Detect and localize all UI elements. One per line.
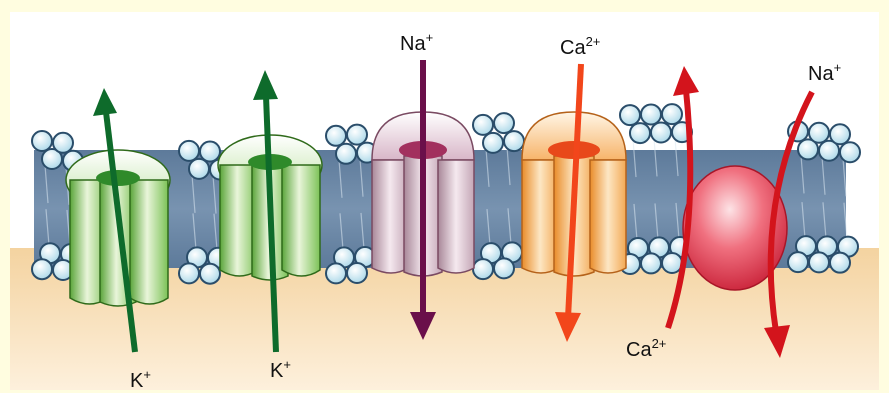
phospholipid-head	[32, 131, 52, 151]
phospholipid-head	[326, 126, 346, 146]
phospholipid-head	[504, 131, 524, 151]
phospholipid-head	[32, 259, 52, 279]
phospholipid-head	[200, 142, 220, 162]
phospholipid-head	[809, 252, 829, 272]
phospholipid-head	[179, 141, 199, 161]
phospholipid-head	[641, 104, 661, 124]
phospholipid-head	[483, 133, 503, 153]
phospholipid-head	[200, 264, 220, 284]
phospholipid-head	[494, 258, 514, 278]
phospholipid-head	[53, 133, 73, 153]
phospholipid-head	[662, 104, 682, 124]
phospholipid-head	[326, 263, 346, 283]
phospholipid-head	[840, 142, 860, 162]
phospholipid-head	[651, 122, 671, 142]
phospholipid-head	[473, 115, 493, 135]
phospholipid-head	[494, 113, 514, 133]
phospholipid-head	[620, 105, 640, 125]
phospholipid-head	[189, 159, 209, 179]
phospholipid-head	[809, 123, 829, 143]
phospholipid-head	[347, 125, 367, 145]
phospholipid-head	[788, 252, 808, 272]
phospholipid-head	[830, 124, 850, 144]
phospholipid-head	[336, 144, 356, 164]
phospholipid-head	[473, 259, 493, 279]
phospholipid-head	[641, 253, 661, 273]
phospholipid-head	[630, 123, 650, 143]
phospholipid-head	[830, 253, 850, 273]
phospholipid-head	[347, 263, 367, 283]
phospholipid-head	[662, 253, 682, 273]
phospholipid-head	[179, 263, 199, 283]
